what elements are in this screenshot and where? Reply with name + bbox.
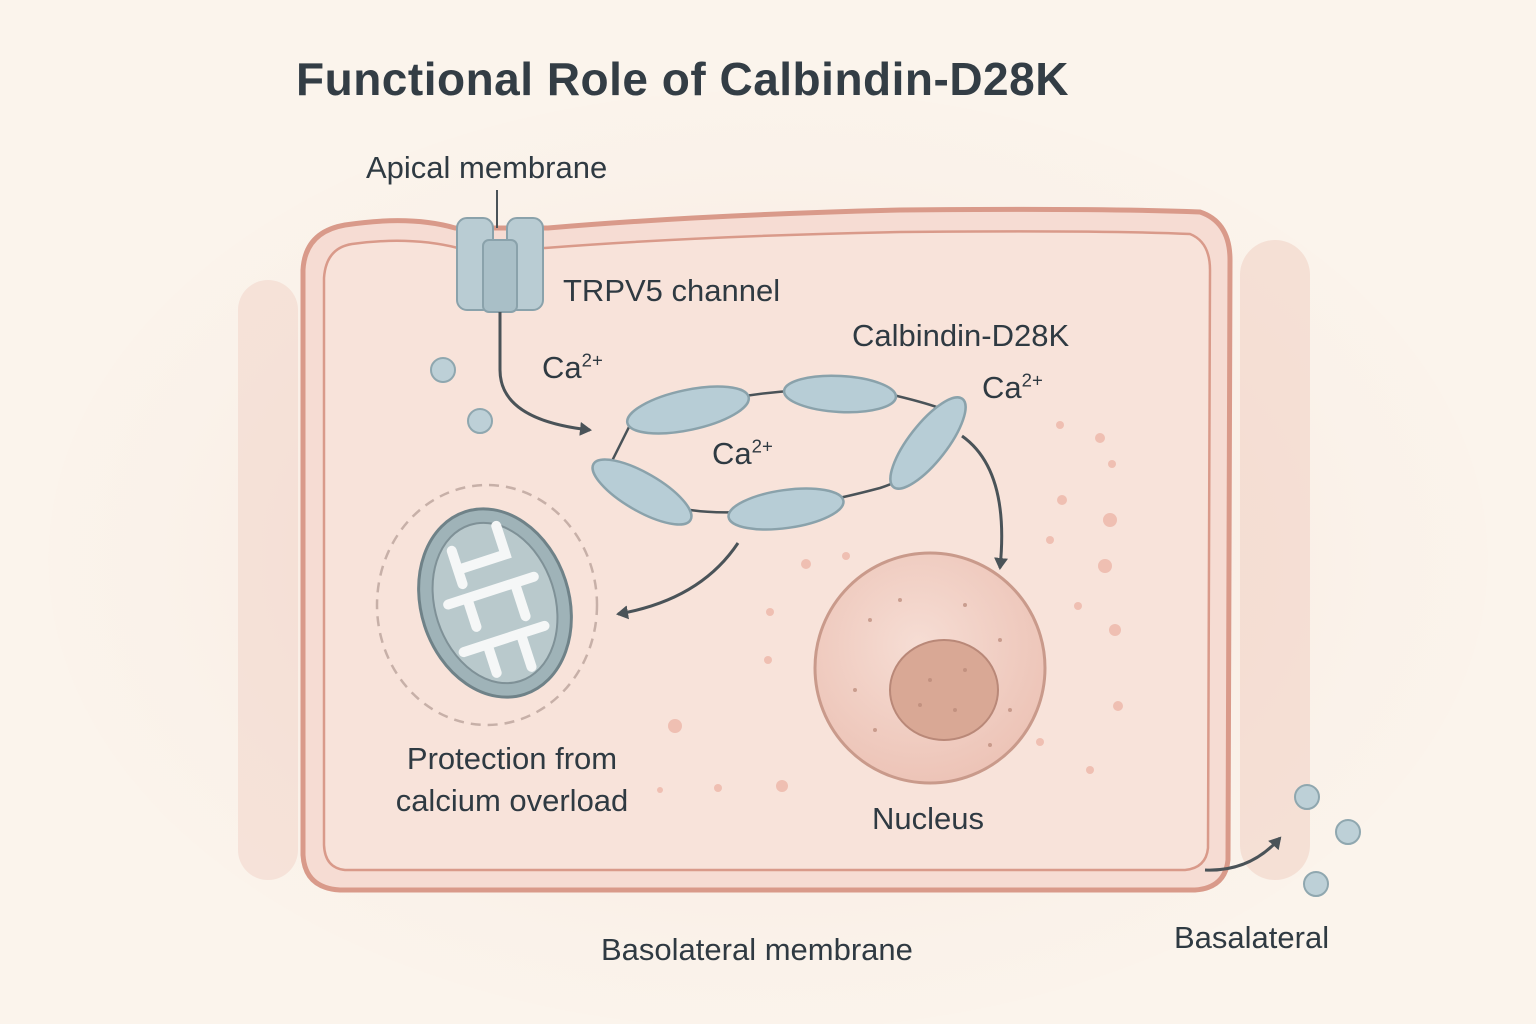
free-calcium-ions [430,357,493,434]
protection-label-line1: Protection from [406,741,618,776]
protection-label-line2: calcium overload [395,783,629,818]
arrow-to-nucleus [961,434,1008,570]
apical-membrane-label: Apical membrane [366,150,608,185]
diagram-title: Functional Role of Calbindin-D28K [296,53,1069,105]
basolateral-membrane-label: Basolateral membrane [601,932,913,967]
calbindin-protein [591,374,967,531]
ca-label-calbindin: Ca2+ [982,370,1043,406]
nucleus-label: Nucleus [872,801,984,836]
ca-charge: 2+ [1021,369,1043,391]
calbindin-label: Calbindin-D28K [852,318,1070,353]
protection-halo [375,483,599,727]
arrow-to-mitochondrion [616,542,740,620]
ca-symbol: Ca [712,436,752,471]
right-glow-band [1240,240,1310,880]
protection-label: Protection from calcium overload [362,738,662,822]
ca-symbol: Ca [542,350,582,385]
calcium-efflux-arrow [1204,836,1282,872]
mitochondrion [417,507,573,699]
calcium-influx-arrow [498,312,592,436]
nucleus [813,551,1047,785]
extruded-calcium-ions [1294,784,1361,897]
ca-label-bound: Ca2+ [712,436,773,472]
ca-charge: 2+ [751,435,773,457]
cytoplasm-speckles [657,421,1123,793]
basalateral-label: Basalateral [1174,920,1330,955]
trpv5-channel-label: TRPV5 channel [563,273,781,308]
trpv5-channel [456,190,544,313]
ca-charge: 2+ [581,349,603,371]
ca-label-influx: Ca2+ [542,350,603,386]
left-glow-band [238,280,298,880]
ca-symbol: Ca [982,370,1022,405]
